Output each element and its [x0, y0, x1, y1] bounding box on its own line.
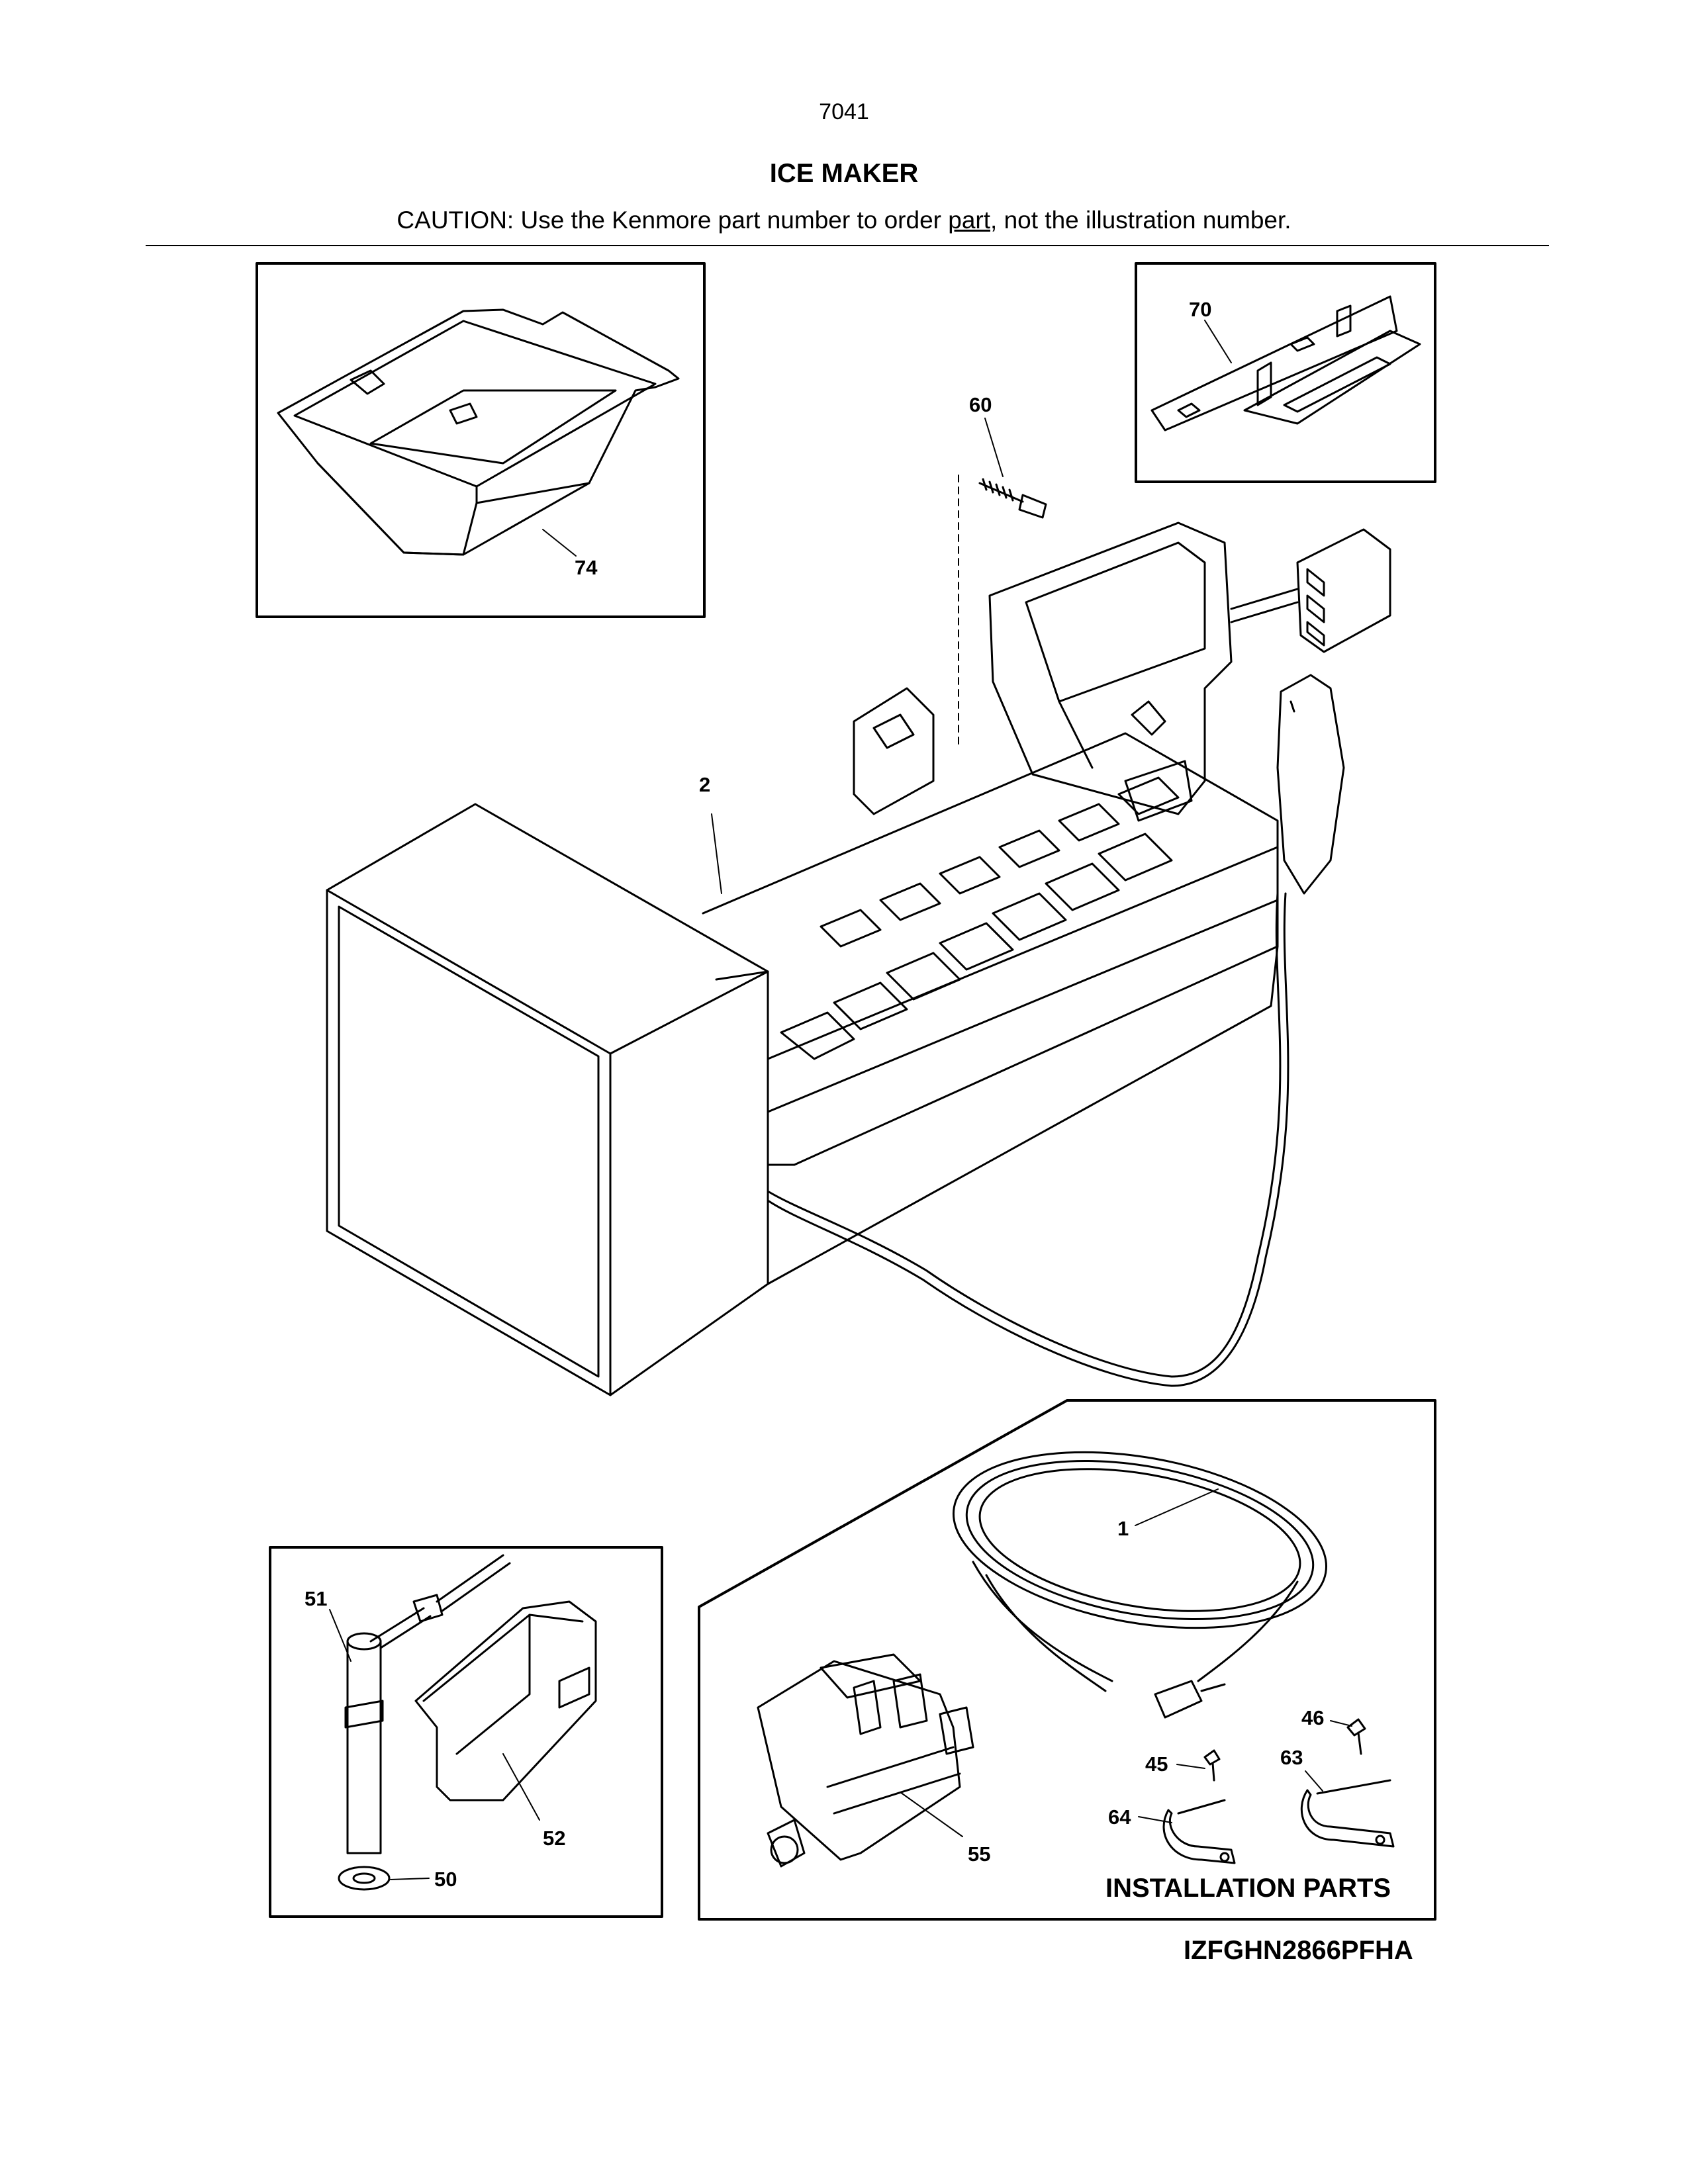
model-number: IZFGHN2866PFHA [1184, 1936, 1413, 1965]
leader-55 [900, 1792, 963, 1837]
callout-51: 51 [305, 1587, 327, 1610]
leader-51 [329, 1609, 352, 1662]
screw-60-drawing [978, 478, 1047, 519]
installation-parts-label: INSTALLATION PARTS [1105, 1874, 1391, 1903]
fill-tube-drawing [344, 1554, 511, 1854]
bracket-box [1135, 262, 1436, 483]
screw-45-drawing [1203, 1749, 1221, 1782]
callout-70: 70 [1189, 298, 1211, 321]
leader-70 [1204, 320, 1232, 363]
installation-parts-box [698, 1399, 1436, 1921]
callout-2: 2 [699, 773, 710, 796]
water-tubing-drawing [952, 1451, 1328, 1719]
caution-text-prefix: CAUTION: Use the Kenmore part number to … [397, 206, 949, 234]
leader-60 [984, 418, 1004, 477]
caution-text-suffix: , not the illustration number. [990, 206, 1291, 234]
leader-63 [1305, 1770, 1323, 1792]
leader-74 [542, 529, 577, 557]
callout-60: 60 [969, 393, 992, 416]
screw-46-drawing [1346, 1718, 1366, 1755]
caution-text-underlined: part [948, 206, 991, 234]
bracket-drawing [1150, 295, 1421, 432]
ice-bucket-drawing [277, 308, 680, 556]
leader-45 [1176, 1764, 1205, 1769]
callout-1: 1 [1117, 1517, 1129, 1540]
leader-1 [1135, 1488, 1219, 1526]
water-valve-drawing [757, 1653, 974, 1868]
ice-bucket-box [256, 262, 706, 618]
callout-52: 52 [543, 1827, 565, 1850]
clamp-63-drawing [1300, 1779, 1395, 1848]
callout-63: 63 [1280, 1746, 1303, 1769]
callout-46: 46 [1301, 1706, 1324, 1729]
grommet-drawing [338, 1866, 391, 1891]
callout-50: 50 [434, 1868, 457, 1891]
callout-74: 74 [575, 556, 598, 579]
callout-64: 64 [1108, 1805, 1131, 1829]
leader-50 [390, 1878, 430, 1880]
leader-64 [1138, 1816, 1172, 1823]
callout-45: 45 [1145, 1752, 1168, 1776]
clamp-64-drawing [1162, 1799, 1236, 1864]
header-divider [146, 245, 1549, 246]
ice-maker-assembly-drawing [326, 522, 1391, 1396]
leader-52 [502, 1753, 540, 1821]
page-number: 7041 [819, 99, 869, 124]
leader-46 [1330, 1720, 1352, 1727]
page-title: ICE MAKER [769, 159, 919, 188]
leader-2 [711, 813, 722, 894]
fill-tube-box [269, 1546, 663, 1918]
callout-55: 55 [968, 1843, 990, 1866]
fill-tube-heater-drawing [414, 1600, 597, 1801]
caution-notice: CAUTION: Use the Kenmore part number to … [0, 206, 1688, 234]
